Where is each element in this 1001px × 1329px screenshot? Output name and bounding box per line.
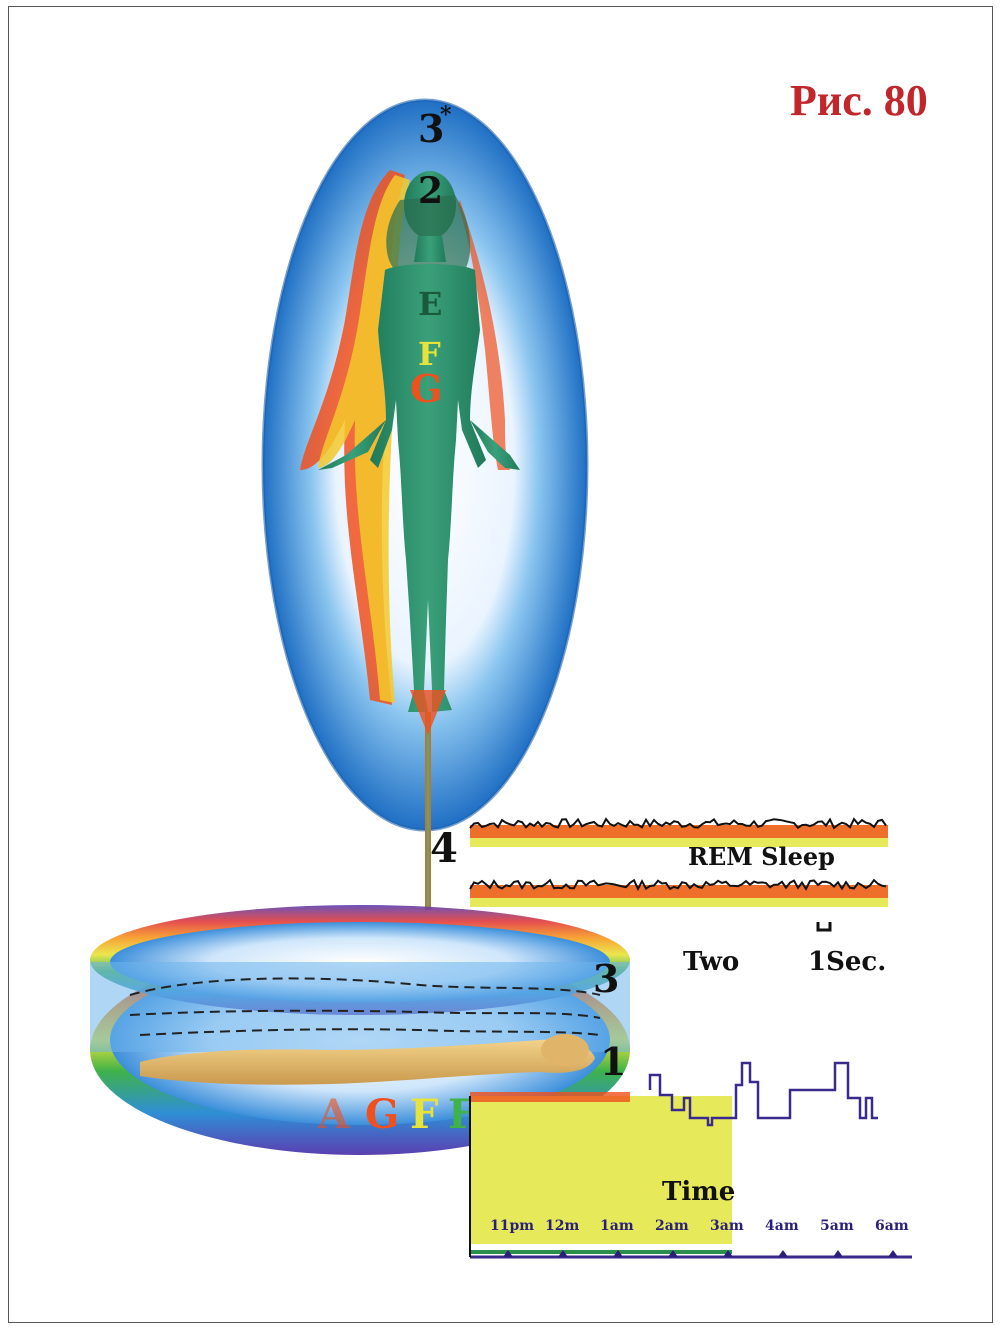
label-cord: 4 — [430, 825, 458, 872]
time-label: Time — [662, 1177, 735, 1207]
letter-f-lower-1: F — [410, 1091, 438, 1138]
two-label: Two — [683, 947, 739, 977]
time-tick-label: 3am — [710, 1218, 744, 1234]
label-ring: 3 — [593, 956, 619, 1001]
letter-g-lower: G — [365, 1091, 399, 1138]
time-tick-label: 2am — [655, 1218, 689, 1234]
label-top-star: * — [440, 102, 452, 128]
time-tick-label: 1am — [600, 1218, 634, 1234]
letter-e: E — [418, 285, 442, 323]
scale-bar-icon — [818, 922, 830, 930]
letter-g: G — [410, 366, 442, 411]
time-tick-label: 12m — [545, 1218, 579, 1234]
label-head: 2 — [418, 170, 443, 212]
letter-a: A — [317, 1091, 350, 1138]
time-tick-mark — [778, 1250, 788, 1257]
time-tick-label: 5am — [820, 1218, 854, 1234]
time-tick-label: 11pm — [490, 1218, 534, 1234]
time-tick-mark — [888, 1250, 898, 1257]
rem-trace-2 — [470, 880, 888, 907]
time-tick-label: 4am — [765, 1218, 799, 1234]
rem-label: REM Sleep — [688, 842, 835, 871]
scale-label: 1Sec. — [808, 947, 886, 977]
label-body: 1 — [600, 1039, 626, 1084]
time-tick-label: 6am — [875, 1218, 909, 1234]
time-tick-mark — [833, 1250, 843, 1257]
